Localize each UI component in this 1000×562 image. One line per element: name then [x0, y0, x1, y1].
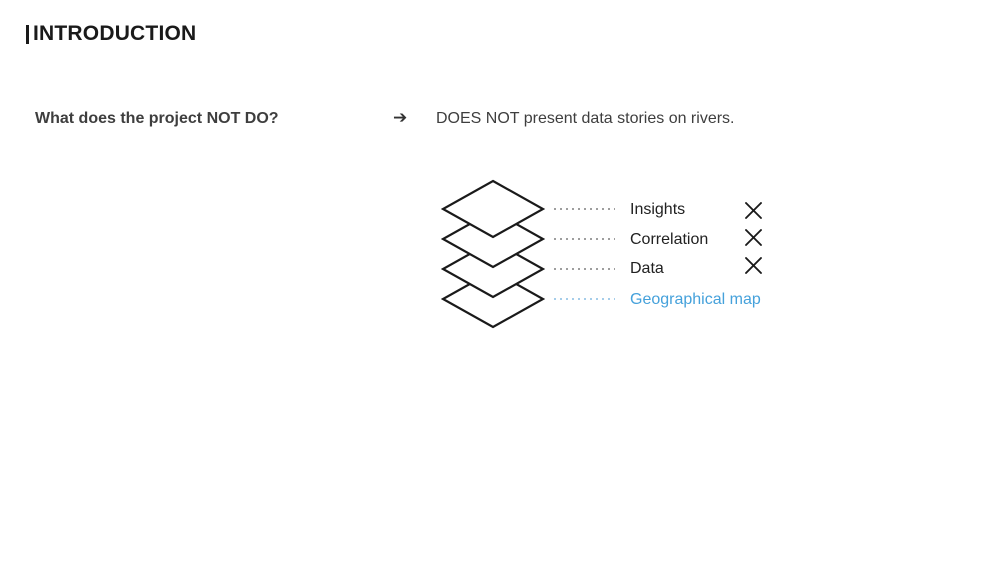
x-icon: [745, 202, 762, 219]
leader-line-correlation: [554, 238, 615, 240]
leader-line-data: [554, 268, 615, 270]
layer-label-correlation: Correlation: [630, 231, 709, 248]
right-arrow-icon: ➔: [393, 108, 408, 127]
x-icon: [745, 229, 762, 246]
layer-diamond-1: [441, 179, 545, 239]
layer-diamond-3: [441, 239, 545, 299]
question-text: What does the project NOT DO?: [35, 110, 279, 127]
layer-label-geographical-map: Geographical map: [630, 291, 761, 308]
layer-stack-icon: [441, 179, 545, 329]
layer-label-data: Data: [630, 260, 664, 277]
layer-diamond-2: [441, 209, 545, 269]
answer-text: DOES NOT present data stories on rivers.: [436, 110, 735, 127]
layer-label-insights: Insights: [630, 201, 686, 218]
leader-line-geographical-map: [554, 298, 615, 300]
leader-line-insights: [554, 208, 615, 210]
layer-diamond-4: [441, 269, 545, 329]
page-title: INTRODUCTION: [33, 22, 197, 45]
x-icon: [745, 257, 762, 274]
title-accent-bar: [26, 25, 29, 44]
